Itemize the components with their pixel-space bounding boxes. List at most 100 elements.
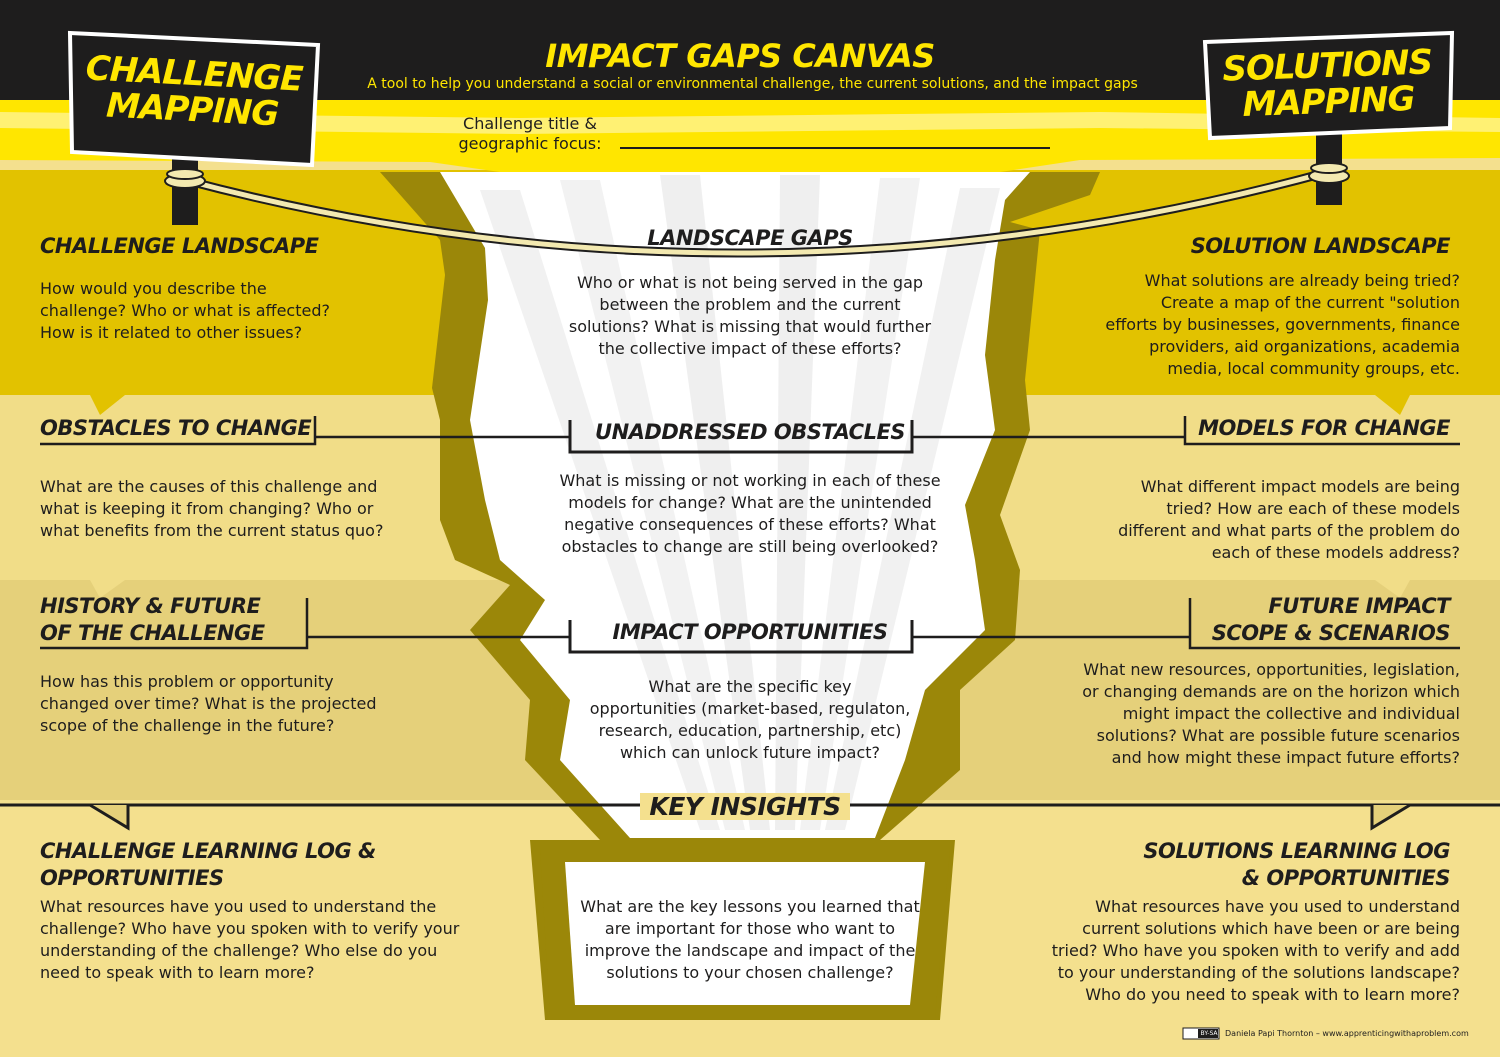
text-line: What is missing or not working in each o… (559, 471, 941, 490)
challenge-learning-log-text: What resources have you used to understa… (40, 896, 490, 984)
text-line: current solutions which have been or are… (1082, 919, 1460, 938)
text-line: opportunities (market-based, regulaton, (589, 699, 911, 718)
challenge-landscape-text: How would you describe the challenge? Wh… (40, 278, 400, 344)
text-line: negative consequences of these efforts? … (564, 515, 936, 534)
impact-opportunities-title: IMPACT OPPORTUNITIES (612, 620, 888, 644)
text-line: What resources have you used to understa… (1095, 897, 1460, 916)
challenge-title-label-line1: Challenge title & (463, 114, 597, 133)
challenge-learning-log-title: CHALLENGE LEARNING LOG & OPPORTUNITIES (40, 838, 490, 892)
text-line: different and what parts of the problem … (1118, 521, 1460, 540)
bubble-tail-left-2 (90, 580, 125, 598)
text-line: models for change? What are the unintend… (568, 493, 932, 512)
impact-opportunities-text: What are the specific key opportunities … (560, 676, 940, 764)
text-line: the collective impact of these efforts? (598, 339, 902, 358)
section-landscape-gaps: LANDSCAPE GAPS Who or what is not being … (540, 225, 960, 360)
text-line: How is it related to other issues? (40, 323, 303, 342)
text-line: improve the landscape and impact of the (584, 941, 916, 960)
bubble-tail-right-3 (1370, 803, 1411, 831)
bracket-obstacles-left (40, 416, 317, 446)
text-line: What solutions are already being tried? (1144, 271, 1460, 290)
text-line: Who do you need to speak with to learn m… (1085, 985, 1460, 1004)
right-sign-label: SOLUTIONS MAPPING (1211, 42, 1446, 132)
title-line: CHALLENGE LEARNING LOG & (40, 839, 376, 863)
bracket-history-right (1188, 598, 1460, 650)
challenge-title-label-line2: geographic focus: (458, 134, 602, 153)
text-line: challenge? Who or what is affected? (40, 301, 330, 320)
text-line: efforts by businesses, governments, fina… (1105, 315, 1460, 334)
text-line: What new resources, opportunities, legis… (1083, 660, 1460, 679)
obstacles-to-change-title: OBSTACLES TO CHANGE (40, 416, 312, 440)
bubble-tail-right-1 (1375, 395, 1410, 415)
section-challenge-landscape: CHALLENGE LANDSCAPE How would you descri… (40, 233, 400, 344)
text-line: What are the specific key (648, 677, 852, 696)
text-line: solutions? What is missing that would fu… (568, 317, 932, 336)
text-line: changed over time? What is the projected (40, 694, 377, 713)
section-history-future: HISTORY & FUTURE OF THE CHALLENGE How ha… (40, 593, 440, 737)
text-line: How would you describe the (40, 279, 267, 298)
text-line: Who or what is not being served in the g… (576, 273, 924, 292)
text-line: obstacles to change are still being over… (561, 537, 939, 556)
title-line: SCOPE & SCENARIOS (1211, 621, 1451, 645)
text-line: between the problem and the current (599, 295, 901, 314)
title-line: OF THE CHALLENGE (40, 621, 265, 645)
models-for-change-text: What different impact models are being t… (1060, 476, 1460, 564)
challenge-title-input[interactable] (622, 122, 1048, 148)
text-line: each of these models address? (1211, 543, 1460, 562)
text-line: What are the key lessons you learned tha… (580, 897, 920, 916)
text-line: tried? How are each of these models (1166, 499, 1460, 518)
title-line: HISTORY & FUTURE (40, 594, 261, 618)
left-sign-label: CHALLENGE MAPPING (76, 48, 310, 142)
section-solution-landscape: SOLUTION LANDSCAPE What solutions are al… (1080, 233, 1460, 380)
bracket-unaddressed (568, 420, 914, 454)
key-insights-text: What are the key lessons you learned tha… (560, 896, 940, 984)
section-obstacles-to-change: OBSTACLES TO CHANGE What are the causes … (40, 415, 440, 542)
funnel-rays (480, 175, 1000, 830)
right-sign-board (1202, 30, 1455, 141)
insights-box-inner (565, 862, 925, 1005)
title-line: FUTURE IMPACT (1268, 594, 1450, 618)
text-line: challenge? Who have you spoken with to v… (40, 919, 460, 938)
text-line: which can unlock future impact? (619, 743, 881, 762)
section-future-impact: FUTURE IMPACT SCOPE & SCENARIOS What new… (1040, 593, 1460, 769)
bubble-tail-left-1 (90, 395, 125, 415)
text-line: solutions to your chosen challenge? (606, 963, 894, 982)
solution-landscape-text: What solutions are already being tried? … (1080, 270, 1460, 380)
landscape-gaps-text: Who or what is not being served in the g… (540, 272, 960, 360)
bubble-tail-right-2 (1375, 580, 1410, 598)
header-yellow-band (0, 100, 1500, 172)
canvas-subtitle: A tool to help you understand a social o… (367, 76, 1138, 92)
key-insights-title: KEY INSIGHTS (640, 793, 850, 820)
future-impact-text: What new resources, opportunities, legis… (1040, 659, 1460, 769)
section-challenge-learning-log: CHALLENGE LEARNING LOG & OPPORTUNITIES W… (40, 838, 490, 984)
title-line: SOLUTIONS LEARNING LOG (1143, 839, 1450, 863)
unaddressed-obstacles-title: UNADDRESSED OBSTACLES (595, 420, 905, 444)
history-future-text: How has this problem or opportunity chan… (40, 671, 440, 737)
section-models-for-change: MODELS FOR CHANGE What different impact … (1060, 415, 1460, 564)
obstacles-to-change-text: What are the causes of this challenge an… (40, 476, 440, 542)
challenge-title-label: Challenge title & geographic focus: (430, 114, 630, 156)
text-line: How has this problem or opportunity (40, 672, 334, 691)
text-line: tried? Who have you spoken with to verif… (1051, 941, 1460, 960)
section-solutions-learning-log: SOLUTIONS LEARNING LOG & OPPORTUNITIES W… (1010, 838, 1460, 1006)
right-rope-knot (1308, 162, 1350, 184)
text-line: media, local community groups, etc. (1167, 359, 1460, 378)
text-line: what is keeping it from changing? Who or (40, 499, 374, 518)
text-line: and how might these impact future effort… (1111, 748, 1460, 767)
bracket-impact (568, 620, 914, 654)
solutions-learning-log-text: What resources have you used to understa… (1010, 896, 1460, 1006)
canvas-title: IMPACT GAPS CANVAS (545, 37, 935, 75)
text-line: need to speak with to learn more? (40, 963, 315, 982)
future-impact-title: FUTURE IMPACT SCOPE & SCENARIOS (1040, 593, 1460, 647)
left-rope-knot (164, 168, 206, 189)
text-line: or changing demands are on the horizon w… (1082, 682, 1460, 701)
header-white-stripe (0, 112, 1500, 134)
solution-landscape-title: SOLUTION LANDSCAPE (1190, 234, 1451, 258)
solutions-learning-log-title: SOLUTIONS LEARNING LOG & OPPORTUNITIES (1010, 838, 1460, 892)
section-unaddressed-obstacles: UNADDRESSED OBSTACLES What is missing or… (530, 419, 970, 558)
text-line: are important for those who want to (604, 919, 896, 938)
unaddressed-obstacles-text: What is missing or not working in each o… (530, 470, 970, 558)
text-line: What are the causes of this challenge an… (40, 477, 378, 496)
footer-credit: Daniela Papi Thornton – www.apprenticing… (1225, 1029, 1469, 1038)
license-badge-text: BY-SA (1200, 1030, 1218, 1037)
